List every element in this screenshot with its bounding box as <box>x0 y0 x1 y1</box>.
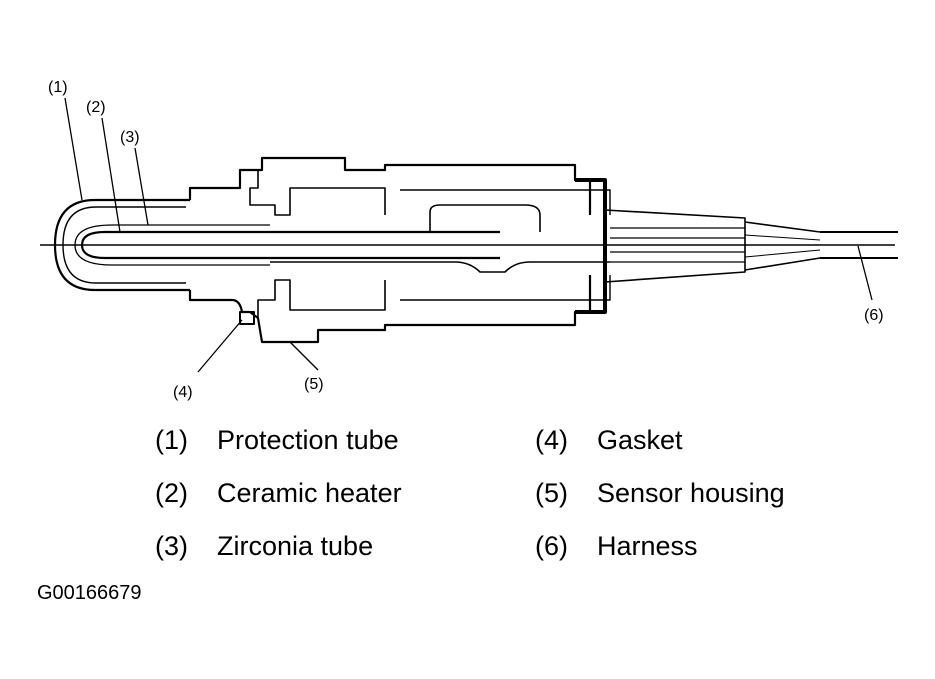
callout-6: (6) <box>864 307 884 324</box>
grommet <box>575 178 607 314</box>
legend-number: (1) <box>155 425 188 455</box>
harness-cable <box>820 231 898 259</box>
legend-label: Harness <box>597 531 698 561</box>
legend-label: Protection tube <box>217 425 399 455</box>
sensor-housing-lower <box>188 275 592 344</box>
harness-taper-inner-1 <box>744 234 821 241</box>
callout-5: (5) <box>304 376 324 393</box>
legend-label: Sensor housing <box>597 478 785 508</box>
legend-label: Ceramic heater <box>217 478 402 508</box>
leader-5 <box>289 341 319 371</box>
figure-id: G00166679 <box>37 582 142 604</box>
legend-item-4: (4) Gasket <box>535 424 683 456</box>
oxygen-sensor-diagram: (1) (2) (3) (4) (5) (6) <box>40 79 898 401</box>
legend-number: (3) <box>155 531 188 561</box>
grommet-body <box>604 209 746 283</box>
housing-step-lower <box>257 279 386 318</box>
legend-item-5: (5) Sensor housing <box>535 477 785 509</box>
leader-1 <box>64 97 83 201</box>
internal-terminal <box>400 189 611 301</box>
legend-number: (2) <box>155 478 188 508</box>
callout-3: (3) <box>120 129 140 146</box>
protection-tube-inner <box>62 206 186 284</box>
gasket <box>239 311 255 325</box>
protection-tube <box>53 198 190 292</box>
internal-contact-upper <box>429 204 541 232</box>
harness-taper-inner-2 <box>744 249 821 258</box>
legend-item-1: (1) Protection tube <box>155 424 399 456</box>
harness-taper <box>744 221 821 271</box>
legend-number: (4) <box>535 425 568 455</box>
legend-number: (6) <box>535 531 568 561</box>
legend-label: Zirconia tube <box>217 531 374 561</box>
legend-item-2: (2) Ceramic heater <box>155 477 402 509</box>
zirconia-tube <box>74 224 270 266</box>
legend-label: Gasket <box>597 425 683 455</box>
leader-2 <box>101 117 121 233</box>
ceramic-heater <box>80 230 500 260</box>
leader-3 <box>134 147 149 226</box>
leader-6 <box>857 245 873 301</box>
housing-step-upper <box>249 170 386 216</box>
legend-item-3: (3) Zirconia tube <box>155 530 373 562</box>
legend-item-6: (6) Harness <box>535 530 698 562</box>
callout-2: (2) <box>86 99 106 116</box>
callout-4: (4) <box>173 384 193 401</box>
sensor-housing-upper <box>188 156 592 215</box>
legend-number: (5) <box>535 478 568 508</box>
internal-contact-lower <box>270 261 610 273</box>
leader-4 <box>197 319 243 373</box>
callout-1: (1) <box>48 79 68 96</box>
